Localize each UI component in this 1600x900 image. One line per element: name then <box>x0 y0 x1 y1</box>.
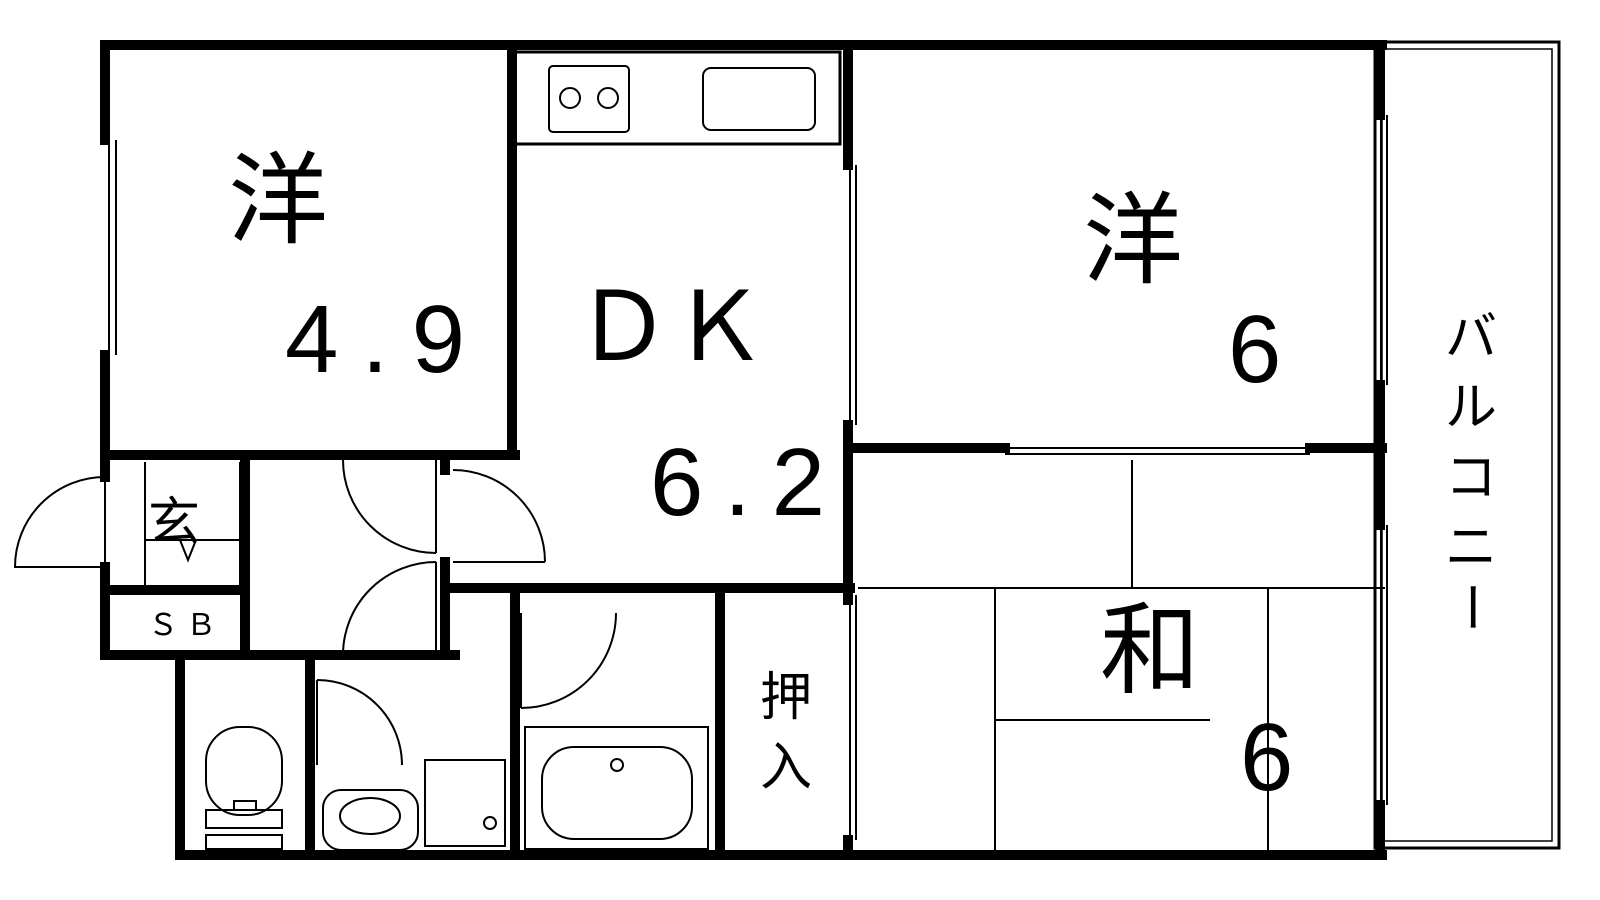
japanese-room-kanji: 和 <box>1100 592 1200 709</box>
japanese-room-size: 6 <box>1240 704 1293 811</box>
dk-name: ＤＫ <box>575 274 767 381</box>
balcony-char: ニ <box>1445 518 1497 578</box>
bathtub <box>524 726 709 850</box>
balcony-inner-rail <box>1381 48 1553 842</box>
toilet-tank <box>205 809 283 829</box>
dk-size: 6.2 <box>650 429 825 536</box>
balcony-char: ー <box>1440 581 1500 633</box>
western-small-kanji: 洋 <box>228 142 328 259</box>
closet-label-line2: 入 <box>760 738 812 798</box>
balcony-label: バ ル コ ニ ー <box>1440 308 1500 633</box>
entrance-door-swing <box>13 476 106 568</box>
door-swing-dk <box>452 469 546 563</box>
entrance-kanji: 玄 <box>148 493 200 553</box>
balcony-char: コ <box>1445 448 1497 508</box>
western-large-size: 6 <box>1228 296 1281 403</box>
stove <box>548 65 630 133</box>
stove-burner-left <box>559 87 581 109</box>
door-swing-washroom <box>316 679 403 766</box>
balcony-char: ル <box>1445 378 1497 438</box>
door-swing-hall <box>342 561 437 656</box>
western-large-kanji: 洋 <box>1083 182 1183 299</box>
walls <box>100 40 1387 860</box>
balcony-char: バ <box>1445 308 1497 368</box>
shoe-box-label: ＳＢ <box>148 609 224 642</box>
kitchen-sink <box>702 67 816 131</box>
stove-burner-right <box>597 87 619 109</box>
balcony-outline <box>1373 40 1561 850</box>
closet-label-line1: 押 <box>760 668 812 728</box>
washing-machine-space <box>424 759 506 847</box>
fixtures <box>13 40 1561 851</box>
door-swing-bath <box>520 612 617 709</box>
door-swing-western <box>342 459 437 554</box>
western-small-size: 4.9 <box>285 286 465 393</box>
toilet-bowl <box>205 726 283 816</box>
